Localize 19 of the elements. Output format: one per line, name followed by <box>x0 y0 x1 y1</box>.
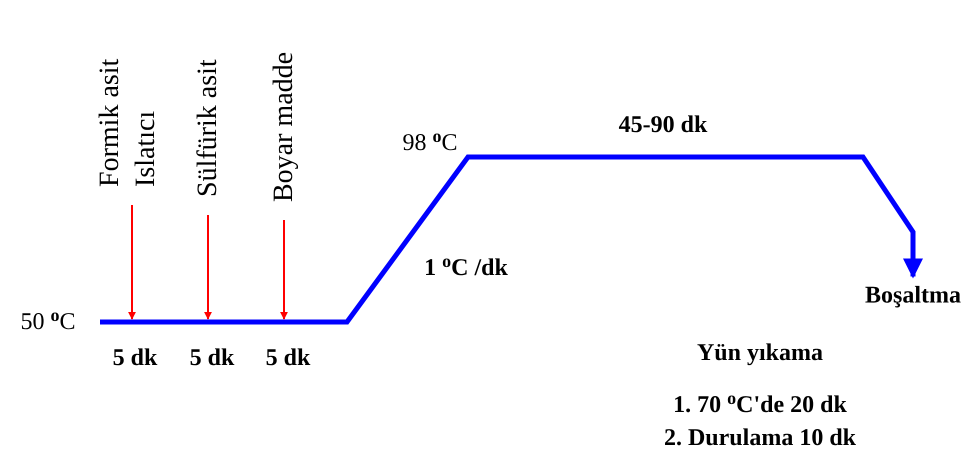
addition-arrow <box>128 205 136 320</box>
heating-rate-label: 1 $^{o}$C /dk <box>424 256 508 280</box>
addition-arrow <box>280 220 288 320</box>
temperature-label: 50 $^{o}$C <box>20 310 76 334</box>
addition-arrow <box>204 215 212 320</box>
note-text: 2. Durulama 10 dk <box>664 426 856 450</box>
step-label: Boşaltma <box>865 282 961 310</box>
duration-label: 5 dk <box>190 346 234 370</box>
duration-label: 5 dk <box>112 346 158 370</box>
reagent-label: Sülfürik asit <box>191 59 224 197</box>
note-heading: Yün yıkama <box>696 341 824 365</box>
duration-label: 5 dk <box>266 346 310 370</box>
temperature-profile-arrow <box>100 154 923 324</box>
reagent-label: Formik asit <box>92 58 126 187</box>
duration-label: 45-90 dk <box>618 113 708 137</box>
note-text: 1. 70 $^{o}$C'de 20 dk <box>673 393 847 417</box>
reagent-label: Islatıcı <box>128 110 162 187</box>
temperature-label: 98 $^{o}$C <box>402 131 458 155</box>
reagent-label: Boyar madde <box>267 52 300 202</box>
